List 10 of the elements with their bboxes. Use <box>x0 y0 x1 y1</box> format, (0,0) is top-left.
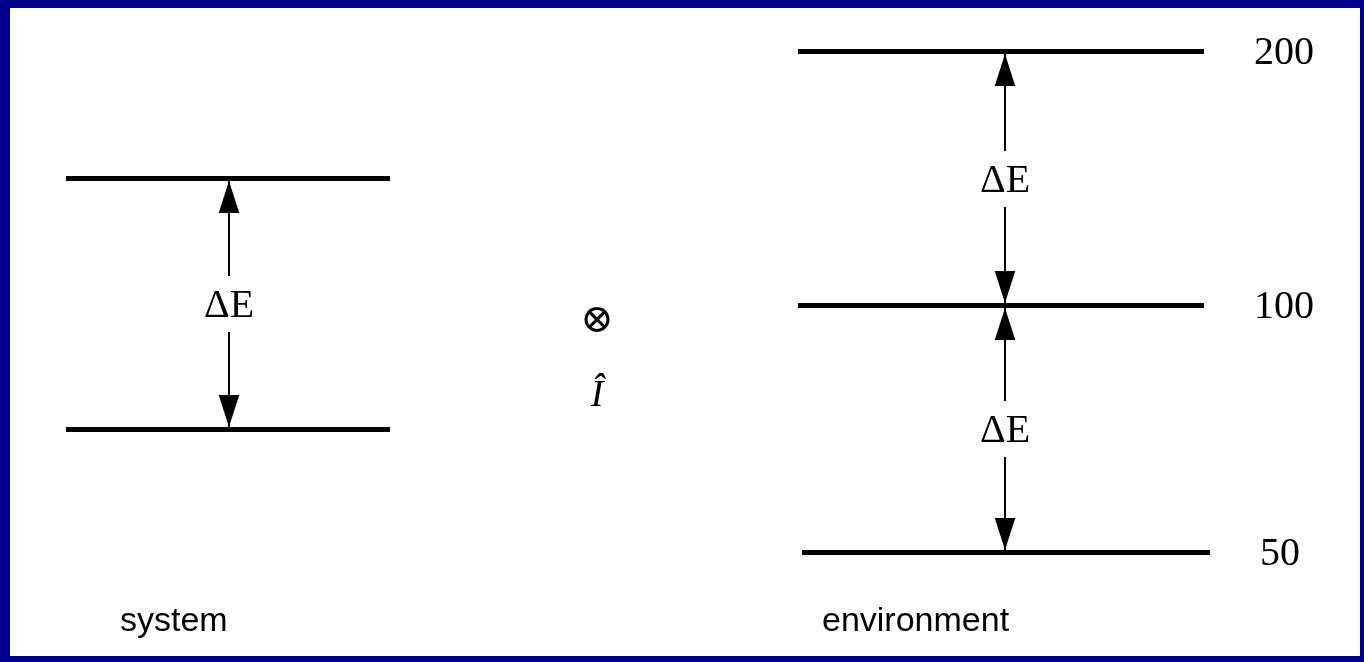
edge-label: ΔE <box>979 401 1031 457</box>
level-value: 50 <box>1260 532 1300 572</box>
caption-text: system <box>120 602 228 636</box>
tensor-product-symbol: ⊗ <box>580 298 614 338</box>
level-value: 100 <box>1254 285 1314 325</box>
edge-label: ΔE <box>979 150 1031 207</box>
caption-text: environment <box>822 602 1010 636</box>
operator-symbol: Î <box>590 374 604 412</box>
edge-label: ΔE <box>203 276 255 332</box>
level-value: 200 <box>1254 31 1314 71</box>
